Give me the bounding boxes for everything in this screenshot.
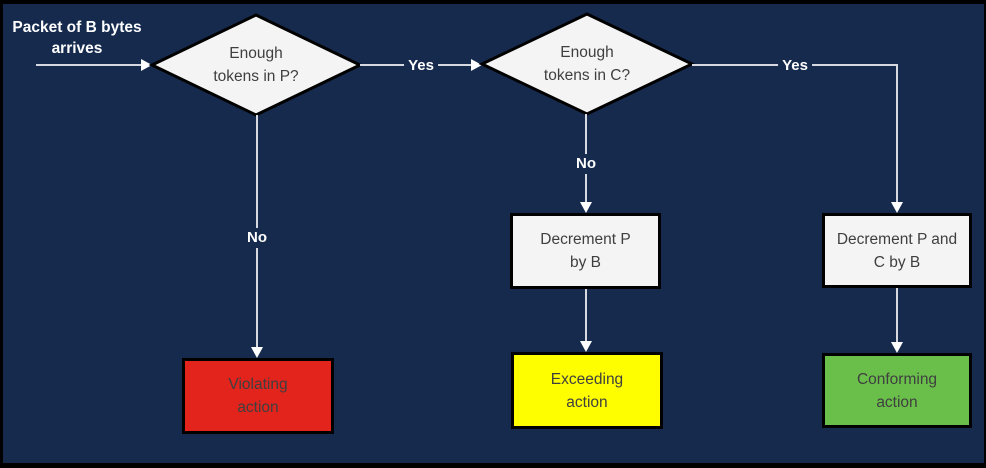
arrowhead-into-decision-c [471, 59, 482, 71]
decision-c-line2: tokens in C? [543, 67, 631, 84]
action-exceeding: Exceeding action [511, 352, 663, 429]
edge-label-yes-p: Yes [404, 56, 438, 76]
arrowhead-into-decision-p [141, 59, 152, 71]
decision-p-line2: tokens in P? [213, 68, 299, 85]
edge-label-yes-c: Yes [778, 56, 812, 76]
decision-p-text: Enough tokens in P? [152, 15, 360, 115]
decision-p-line1: Enough [229, 45, 283, 62]
start-label-line2: arrives [51, 40, 103, 57]
action-exceeding-line1: Exceeding [550, 370, 624, 388]
process-p-text: Decrement P by B [540, 228, 630, 274]
process-p-line2: by B [569, 254, 601, 271]
decision-c-line1: Enough [560, 44, 614, 61]
action-exceeding-line2: action [566, 393, 608, 411]
action-conforming-line1: Conforming [856, 370, 938, 388]
decision-c-text: Enough tokens in C? [482, 14, 692, 114]
process-pc-line2: C by B [873, 253, 921, 271]
process-p-line1: Decrement P [540, 231, 631, 248]
decision-enough-tokens-c: Enough tokens in C? [478, 12, 696, 116]
arrowhead-into-process-pc [891, 202, 903, 213]
action-exceeding-text: Exceeding action [551, 368, 623, 414]
action-violating-line1: Violating [228, 376, 288, 393]
arrowhead-into-violating [251, 347, 263, 358]
edge-process-pc-to-conforming [896, 288, 898, 343]
arrowhead-into-exceeding [580, 341, 592, 352]
edge-start-to-p [36, 64, 142, 66]
decision-enough-tokens-p: Enough tokens in P? [148, 13, 364, 117]
arrowhead-into-process-p [580, 202, 592, 213]
edge-process-p-to-exceeding [585, 289, 587, 342]
process-pc-text: Decrement P and C by B [837, 228, 957, 274]
action-conforming-text: Conforming action [857, 368, 937, 414]
edge-label-no-p: No [243, 228, 271, 248]
start-label: Packet of B bytes arrives [6, 17, 148, 59]
action-violating: Violating action [182, 358, 334, 434]
action-conforming-line2: action [876, 393, 918, 411]
edge-label-no-c: No [572, 154, 600, 174]
action-violating-line2: action [237, 399, 279, 416]
diagram-background [3, 4, 984, 463]
arrowhead-into-conforming [891, 342, 903, 353]
start-label-line1: Packet of B bytes [12, 19, 142, 36]
action-violating-text: Violating action [228, 373, 287, 419]
process-decrement-p: Decrement P by B [510, 213, 661, 289]
process-pc-line1: Decrement P and [836, 230, 958, 248]
action-conforming: Conforming action [822, 353, 972, 428]
edge-c-yes-vertical [896, 64, 898, 203]
process-decrement-p-and-c: Decrement P and C by B [822, 213, 972, 288]
